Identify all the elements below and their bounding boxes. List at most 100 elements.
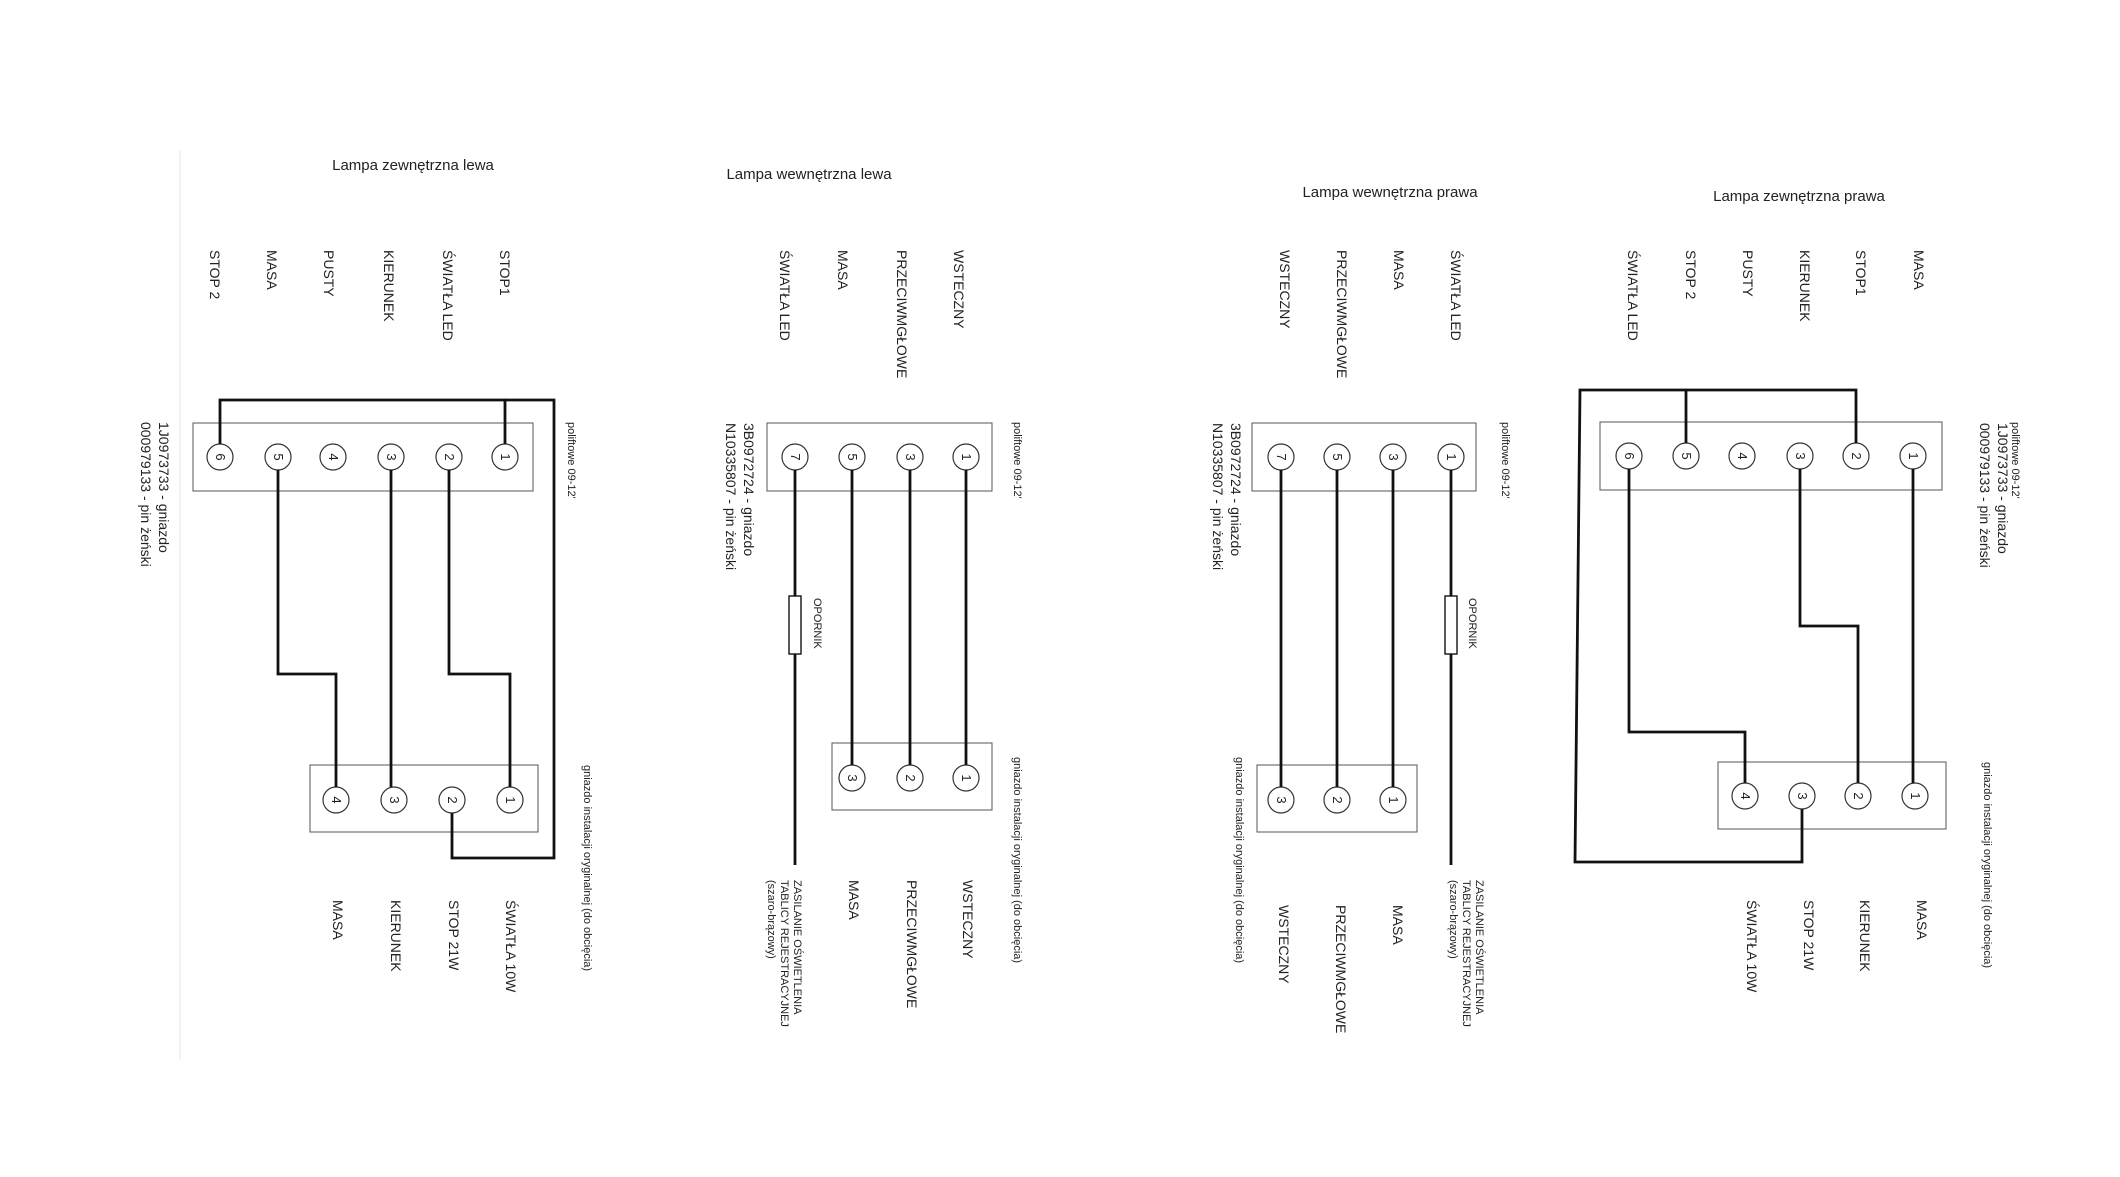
pin-number: 2 (1330, 796, 1345, 803)
inner-right-supply-label: ZASILANIE OŚWIETLENIA (1473, 880, 1486, 1015)
outer-left-lamp: Lampa zewnętrzna lewa STOP 2 MASA PUSTY … (138, 157, 593, 993)
outer-right-top-label: STOP 2 (1683, 250, 1699, 300)
pin-number: 4 (1738, 792, 1753, 799)
inner-left-top-note: poliftowe 09-12' (1011, 422, 1023, 499)
pin-number: 1 (503, 796, 518, 803)
pin-number: 5 (1679, 452, 1694, 459)
outer-right-lamp: Lampa zewnętrzna prawa ŚWIATŁA LED STOP … (1573, 188, 2021, 993)
outer-left-bottom-label: STOP 21W (446, 900, 462, 971)
wire (447, 470, 512, 787)
outer-left-top-note: poliftowe 09-12' (565, 422, 577, 499)
inner-left-lamp: Lampa wewnętrzna lewa ŚWIATŁA LED MASA P… (723, 166, 1023, 1027)
inner-right-title: Lampa wewnętrzna prawa (1302, 184, 1478, 201)
pin-number: 1 (1908, 792, 1923, 799)
connector-pin (380, 786, 408, 814)
outer-left-top-label: STOP 2 (207, 250, 223, 300)
resistor-symbol (1444, 595, 1458, 655)
outer-right-bottom-label: STOP 21W (1801, 900, 1817, 971)
pin-number: 2 (903, 774, 918, 781)
pin-number: 2 (1851, 792, 1866, 799)
outer-right-title: Lampa zewnętrzna prawa (1713, 188, 1885, 205)
inner-right-bottom-note: gniazdo instalacji oryginalnej (do obcię… (1233, 757, 1245, 963)
outer-left-title: Lampa zewnętrzna lewa (332, 157, 494, 174)
inner-left-part-number: 3B0972724 - gniazdo (741, 423, 757, 556)
outer-left-top-label: STOP1 (497, 250, 513, 296)
pin-number: 3 (845, 774, 860, 781)
resistor-symbol (788, 595, 802, 655)
inner-left-supply-label: TABLICY REJESTRACYJNEJ (778, 880, 790, 1027)
inner-right-resistor-label: OPORNIK (1466, 598, 1478, 649)
inner-left-supply-label: (szaro-brązowy) (765, 880, 777, 959)
pin-number: 4 (326, 453, 341, 460)
pin-number: 5 (845, 453, 860, 460)
inner-left-top-label: WSTECZNY (951, 250, 967, 329)
inner-right-part-number: 3B0972724 - gniazdo (1228, 423, 1244, 556)
inner-left-part-number: N10335807 - pin żeński (723, 423, 739, 570)
pin-number: 3 (384, 453, 399, 460)
inner-right-top-label: WSTECZNY (1277, 250, 1293, 329)
outer-right-top-label: STOP1 (1853, 250, 1869, 296)
inner-right-part-number: N10335807 - pin żeński (1210, 423, 1226, 570)
wire (276, 470, 338, 787)
pin-number: 7 (788, 453, 803, 460)
outer-left-bottom-label: KIERUNEK (388, 900, 404, 972)
outer-right-part-number: 1J0973733 - gniazdo (1995, 423, 2011, 554)
pin-number: 4 (1735, 452, 1750, 459)
inner-right-top-note: poliftowe 09-12' (1499, 422, 1511, 499)
outer-left-part-number: 1J0973733 - gniazdo (156, 422, 172, 553)
inner-right-bottom-label: MASA (1390, 905, 1406, 945)
outer-right-top-label: ŚWIATŁA LED (1625, 250, 1642, 341)
pin-number: 3 (903, 453, 918, 460)
wire (218, 398, 507, 444)
wire (450, 398, 556, 860)
wire (1798, 469, 1860, 783)
pin-number: 3 (1795, 792, 1810, 799)
wire (1627, 469, 1747, 783)
outer-left-bottom-label: MASA (330, 900, 346, 940)
outer-right-bottom-label: KIERUNEK (1857, 900, 1873, 972)
inner-left-bottom-note: gniazdo instalacji oryginalnej (do obcię… (1011, 757, 1023, 963)
pin-number: 3 (1386, 453, 1401, 460)
outer-left-bottom-note: gniazdo instalacji oryginalnej (do obcię… (581, 765, 593, 971)
inner-right-top-label: PRZECIWMGŁOWE (1334, 250, 1350, 378)
inner-right-lamp: Lampa wewnętrzna prawa WSTECZNY PRZECIWM… (1210, 184, 1511, 1033)
pin-number: 1 (1906, 452, 1921, 459)
pin-number: 7 (1274, 453, 1289, 460)
pin-number: 4 (329, 796, 344, 803)
outer-left-top-label: MASA (264, 250, 280, 290)
outer-left-part-number: 000979133 - pin żeński (138, 422, 154, 567)
inner-right-top-label: MASA (1391, 250, 1407, 290)
pin-number: 1 (1386, 796, 1401, 803)
inner-left-top-label: ŚWIATŁA LED (777, 250, 794, 341)
outer-right-top-label: MASA (1911, 250, 1927, 290)
outer-right-bottom-note: gniazdo instalacji oryginalnej (do obcię… (1981, 762, 1993, 968)
inner-right-bottom-label: PRZECIWMGŁOWE (1333, 905, 1349, 1033)
wire (1573, 388, 1804, 864)
inner-left-title: Lampa wewnętrzna lewa (726, 166, 892, 183)
inner-left-top-label: MASA (835, 250, 851, 290)
inner-right-bottom-label: WSTECZNY (1276, 905, 1292, 984)
outer-left-top-label: ŚWIATŁA LED (440, 250, 457, 341)
inner-right-supply-label: (szaro-brązowy) (1447, 880, 1459, 959)
connector-pin (1901, 782, 1929, 810)
inner-left-bottom-label: WSTECZNY (960, 880, 976, 959)
outer-right-bottom-label: MASA (1914, 900, 1930, 940)
inner-right-supply-label: TABLICY REJESTRACYJNEJ (1460, 880, 1472, 1027)
outer-right-part-number: 000979133 - pin żeński (1977, 423, 1993, 568)
outer-left-lamp-connector (192, 422, 534, 492)
pin-number: 6 (213, 453, 228, 460)
inner-left-resistor-label: OPORNIK (811, 598, 823, 649)
pin-number: 2 (445, 796, 460, 803)
outer-left-top-label: KIERUNEK (381, 250, 397, 322)
pin-number: 3 (387, 796, 402, 803)
pin-number: 6 (1622, 452, 1637, 459)
inner-right-top-label: ŚWIATŁA LED (1448, 250, 1465, 341)
outer-left-bottom-label: ŚWIATŁA 10W (503, 900, 520, 993)
pin-number: 1 (498, 453, 513, 460)
outer-right-top-note: poliftowe 09-12' (2009, 422, 2021, 499)
wire (1684, 388, 1858, 443)
pin-number: 1 (1444, 453, 1459, 460)
pin-number: 5 (271, 453, 286, 460)
inner-left-bottom-label: PRZECIWMGŁOWE (904, 880, 920, 1008)
